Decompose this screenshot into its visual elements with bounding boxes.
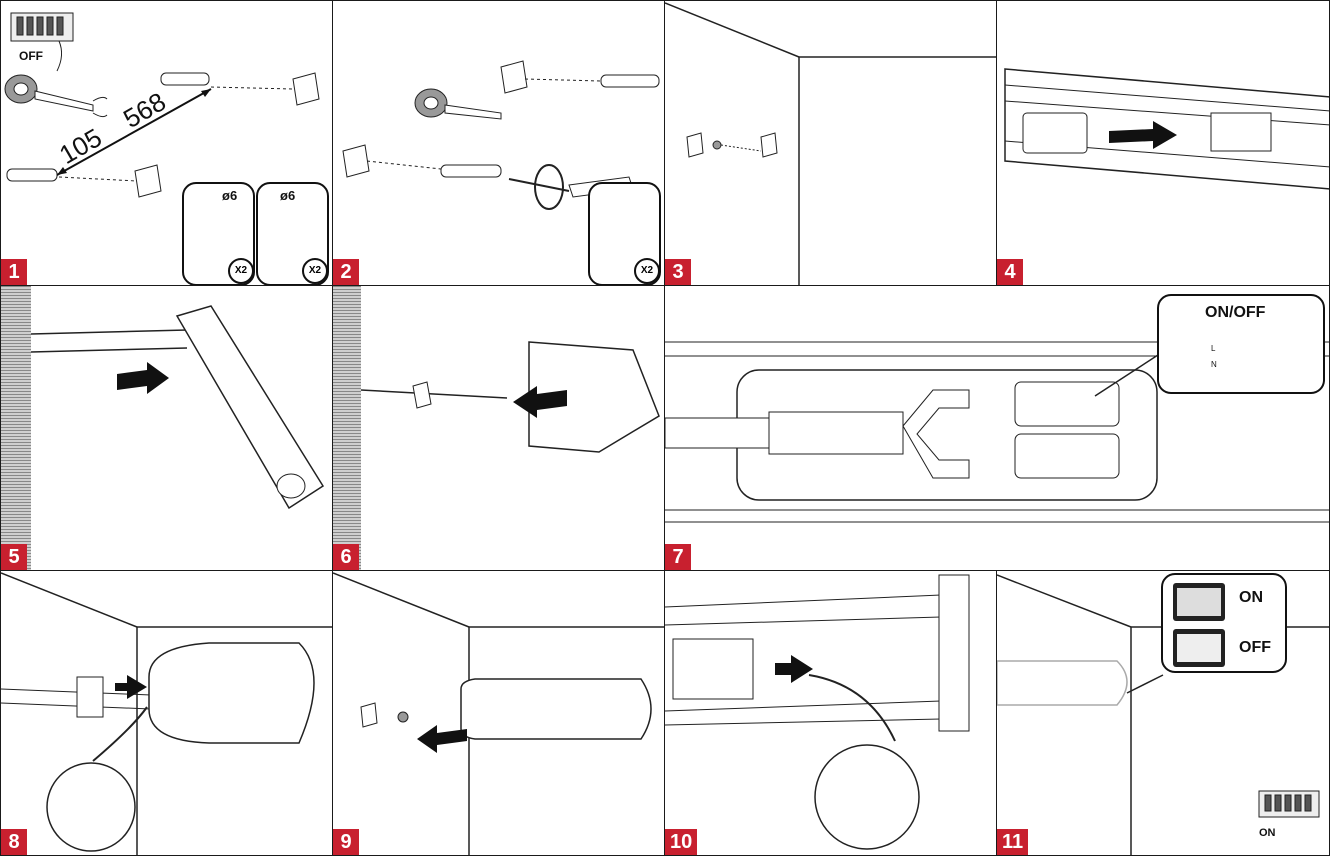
step-7-illustration [665,339,1329,523]
step-5-panel: 5 [0,285,333,571]
step-number: 2 [333,259,359,285]
rocker-switch-off [1173,629,1225,667]
step-8-panel: 8 [0,570,333,856]
drill-qty-badge: X2 [228,258,254,284]
step-11-panel: ON OFF ON 11 [996,570,1330,856]
hammer-qty-badge: X2 [302,258,328,284]
step-number: 7 [665,544,691,570]
step-4-panel: 4 [996,0,1330,286]
step-3-panel: 3 [664,0,997,286]
step-10-panel: 10 [664,570,997,856]
step-6-illustration [360,341,660,453]
step-number: 5 [1,544,27,570]
step-number: 3 [665,259,691,285]
step-2-illustration [342,60,660,210]
step-7-panel: ON/OFF L N 7 [664,285,1330,571]
wall-section [1,286,31,570]
plug-diameter-label: ø6 [280,188,296,203]
line-l-label: L [1211,344,1216,353]
wall-section [333,286,361,570]
screwdriver-inset: X2 [588,182,661,285]
step-8-illustration [1,572,332,855]
switch-state-callout: ON OFF [1161,573,1287,673]
line-n-label: N [1211,360,1217,369]
step-number: 9 [333,829,359,855]
drill-diameter-label: ø6 [222,188,238,203]
screwdriver-qty-badge: X2 [634,258,660,284]
rocker-switch-on [1173,583,1225,621]
drill-inset: ø6 X2 [182,182,255,285]
step-number: 11 [997,829,1029,855]
step-6-panel: 6 [332,285,665,571]
step-number: 1 [1,259,27,285]
step-1-panel: OFF 105 568 ø6 X2 ø6 X2 1 [0,0,333,286]
step-number: 4 [997,259,1023,285]
step-4-illustration [1004,68,1329,190]
breaker-on-label: ON [1259,827,1276,839]
off-label: OFF [19,49,43,63]
step-number: 10 [665,829,698,855]
switch-wiring-callout: ON/OFF L N [1157,294,1325,394]
step-2-panel: X2 2 [332,0,665,286]
step-9-panel: 9 [332,570,665,856]
step-number: 6 [333,544,359,570]
step-3-illustration [665,2,996,285]
step-9-illustration [333,572,664,855]
on-label: ON [1239,589,1263,606]
off-label: OFF [1239,639,1271,656]
hammer-inset: ø6 X2 [256,182,329,285]
step-number: 8 [1,829,27,855]
switch-label: ON/OFF [1205,304,1266,321]
step-10-illustration [665,574,970,850]
step-5-illustration [30,305,325,510]
